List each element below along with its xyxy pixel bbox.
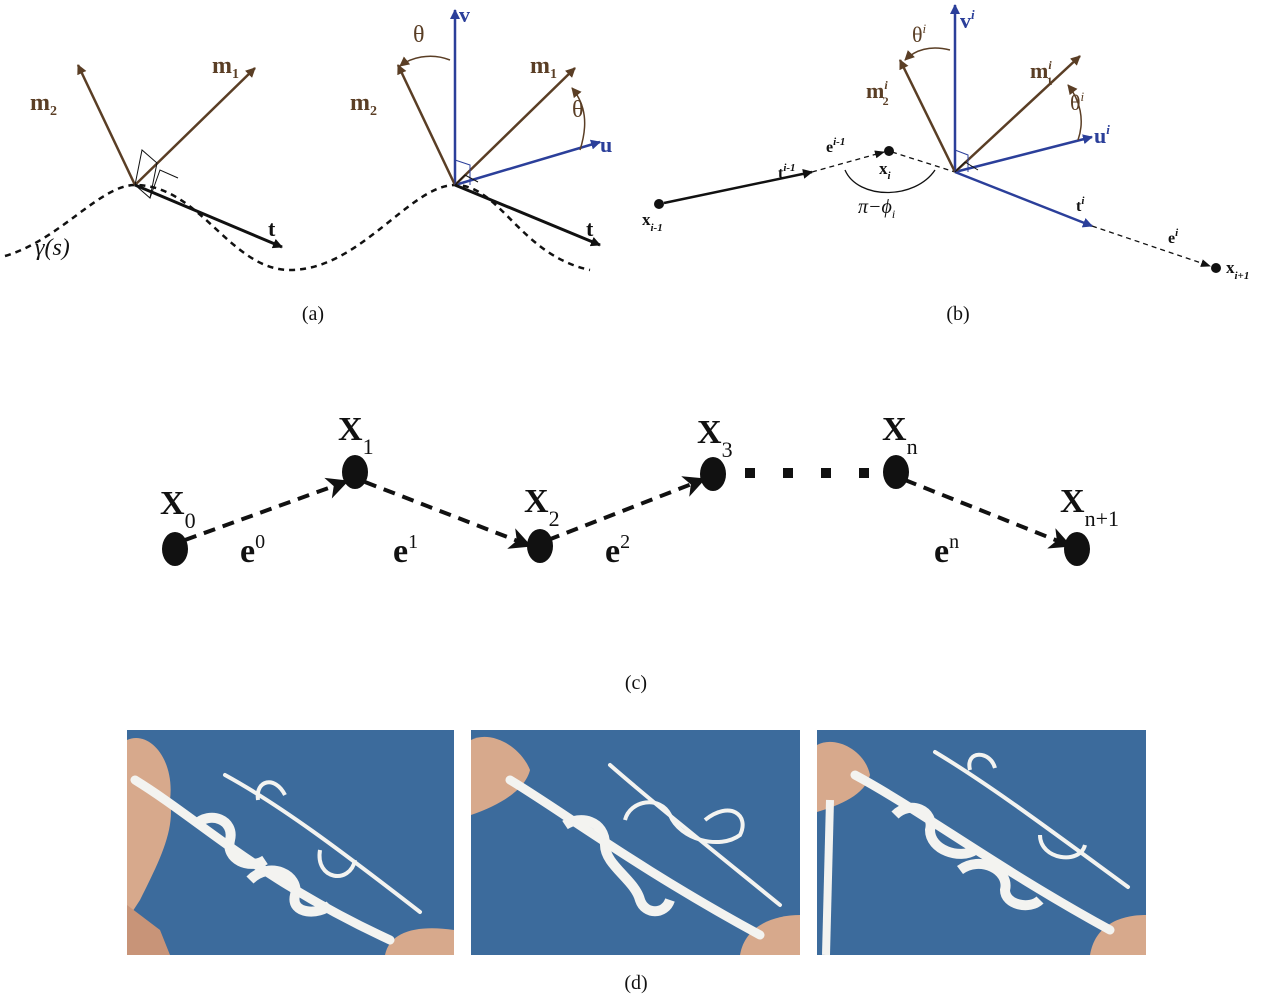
m1-arrow: [134, 67, 256, 186]
t-prev-arrow: [663, 168, 813, 205]
m1-i-arrow: [954, 55, 1081, 173]
frame-right: [396, 9, 601, 247]
t-label-a-left: t: [268, 216, 276, 241]
x-i-label: xi: [879, 159, 892, 182]
edge-e1: [364, 480, 532, 549]
angle-arc: [844, 169, 936, 194]
label-x3: X3: [697, 414, 733, 462]
theta-label-top: θ: [413, 22, 425, 48]
caption-c: (c): [625, 672, 647, 694]
x-prev-label: xi-1: [642, 210, 663, 234]
t-arrow: [134, 183, 283, 249]
t-label-a-right: t: [586, 216, 594, 241]
t-arrow: [454, 183, 601, 247]
curve-gamma: [4, 183, 591, 272]
m2-label-a-left: m2: [30, 90, 57, 119]
e-prev-label: ei-1: [826, 136, 845, 156]
theta-arc-top: [399, 55, 451, 67]
e-i-label: ei: [1168, 227, 1179, 247]
m1-label-a-right: m1: [530, 53, 557, 82]
label-e2: e2: [605, 531, 630, 570]
panel-a: m2 m1 t γ(s) v θ m2 m1 θ u t (a): [4, 2, 612, 325]
theta-i-label-right: θi: [1070, 89, 1085, 115]
node-x-i: [884, 146, 894, 156]
node-xn1: [1064, 532, 1090, 566]
v-i-label: vi: [960, 7, 975, 33]
caption-d: (d): [624, 972, 647, 994]
e-prev-arrow: [811, 150, 885, 173]
node-x2: [527, 529, 553, 563]
label-e0: e0: [240, 531, 265, 570]
theta-i-arc-top: [904, 47, 951, 61]
t-i-label: ti: [1076, 195, 1085, 215]
rope-photo-2: [471, 730, 800, 955]
caption-b: (b): [946, 303, 969, 325]
node-x1: [342, 455, 368, 489]
m1-arrow: [454, 67, 576, 186]
label-x0: X0: [160, 485, 196, 533]
theta-label-right: θ: [572, 97, 584, 123]
m1-label-a-left: m1: [212, 53, 239, 82]
edge-e2: [547, 476, 706, 542]
label-en: en: [934, 531, 959, 570]
node-x-next: [1211, 263, 1221, 273]
u-label-a: u: [600, 132, 612, 157]
label-x2: X2: [524, 483, 560, 531]
u-arrow: [454, 139, 601, 187]
label-xn: Xn: [882, 411, 918, 459]
t-prev-label: ti-1: [778, 162, 796, 182]
e-i-arrow: [1091, 225, 1211, 267]
m2-arrow: [396, 64, 457, 186]
edge-en: [904, 478, 1072, 549]
ellipsis-dots: [745, 468, 869, 478]
theta-i-arc-right: [1067, 84, 1082, 141]
m2-arrow: [76, 64, 137, 186]
gamma-label: γ(s): [35, 235, 70, 261]
panel-c: X0 X1 X2 X3 Xn Xn+1 e0 e1 e2 en (c): [160, 411, 1119, 694]
m2-label-a-right: m2: [350, 90, 377, 119]
rope-photo-1: [127, 730, 454, 955]
panel-d: (d): [127, 730, 1146, 994]
rope-photo-3: [817, 730, 1146, 956]
right-angle-mark: [134, 149, 158, 199]
angle-label: π−ϕi: [858, 196, 895, 221]
u-i-label: ui: [1094, 122, 1110, 148]
t-i-arrow: [954, 170, 1093, 228]
v-label-a: v: [459, 2, 470, 27]
caption-a: (a): [302, 303, 324, 325]
node-x-prev: [654, 199, 664, 209]
u-i-arrow: [954, 134, 1093, 174]
m2-i-arrow: [898, 59, 957, 173]
theta-i-label-top: θi: [912, 21, 927, 47]
node-x0: [162, 532, 188, 566]
label-e1: e1: [393, 531, 418, 570]
x-next-label: xi+1: [1226, 258, 1249, 282]
edge-e0: [184, 477, 349, 542]
label-x1: X1: [338, 411, 374, 459]
node-x3: [700, 457, 726, 491]
frame-left: [76, 64, 283, 249]
theta-arc-right: [571, 87, 586, 151]
node-xn: [883, 455, 909, 489]
label-xn1: Xn+1: [1060, 483, 1119, 531]
